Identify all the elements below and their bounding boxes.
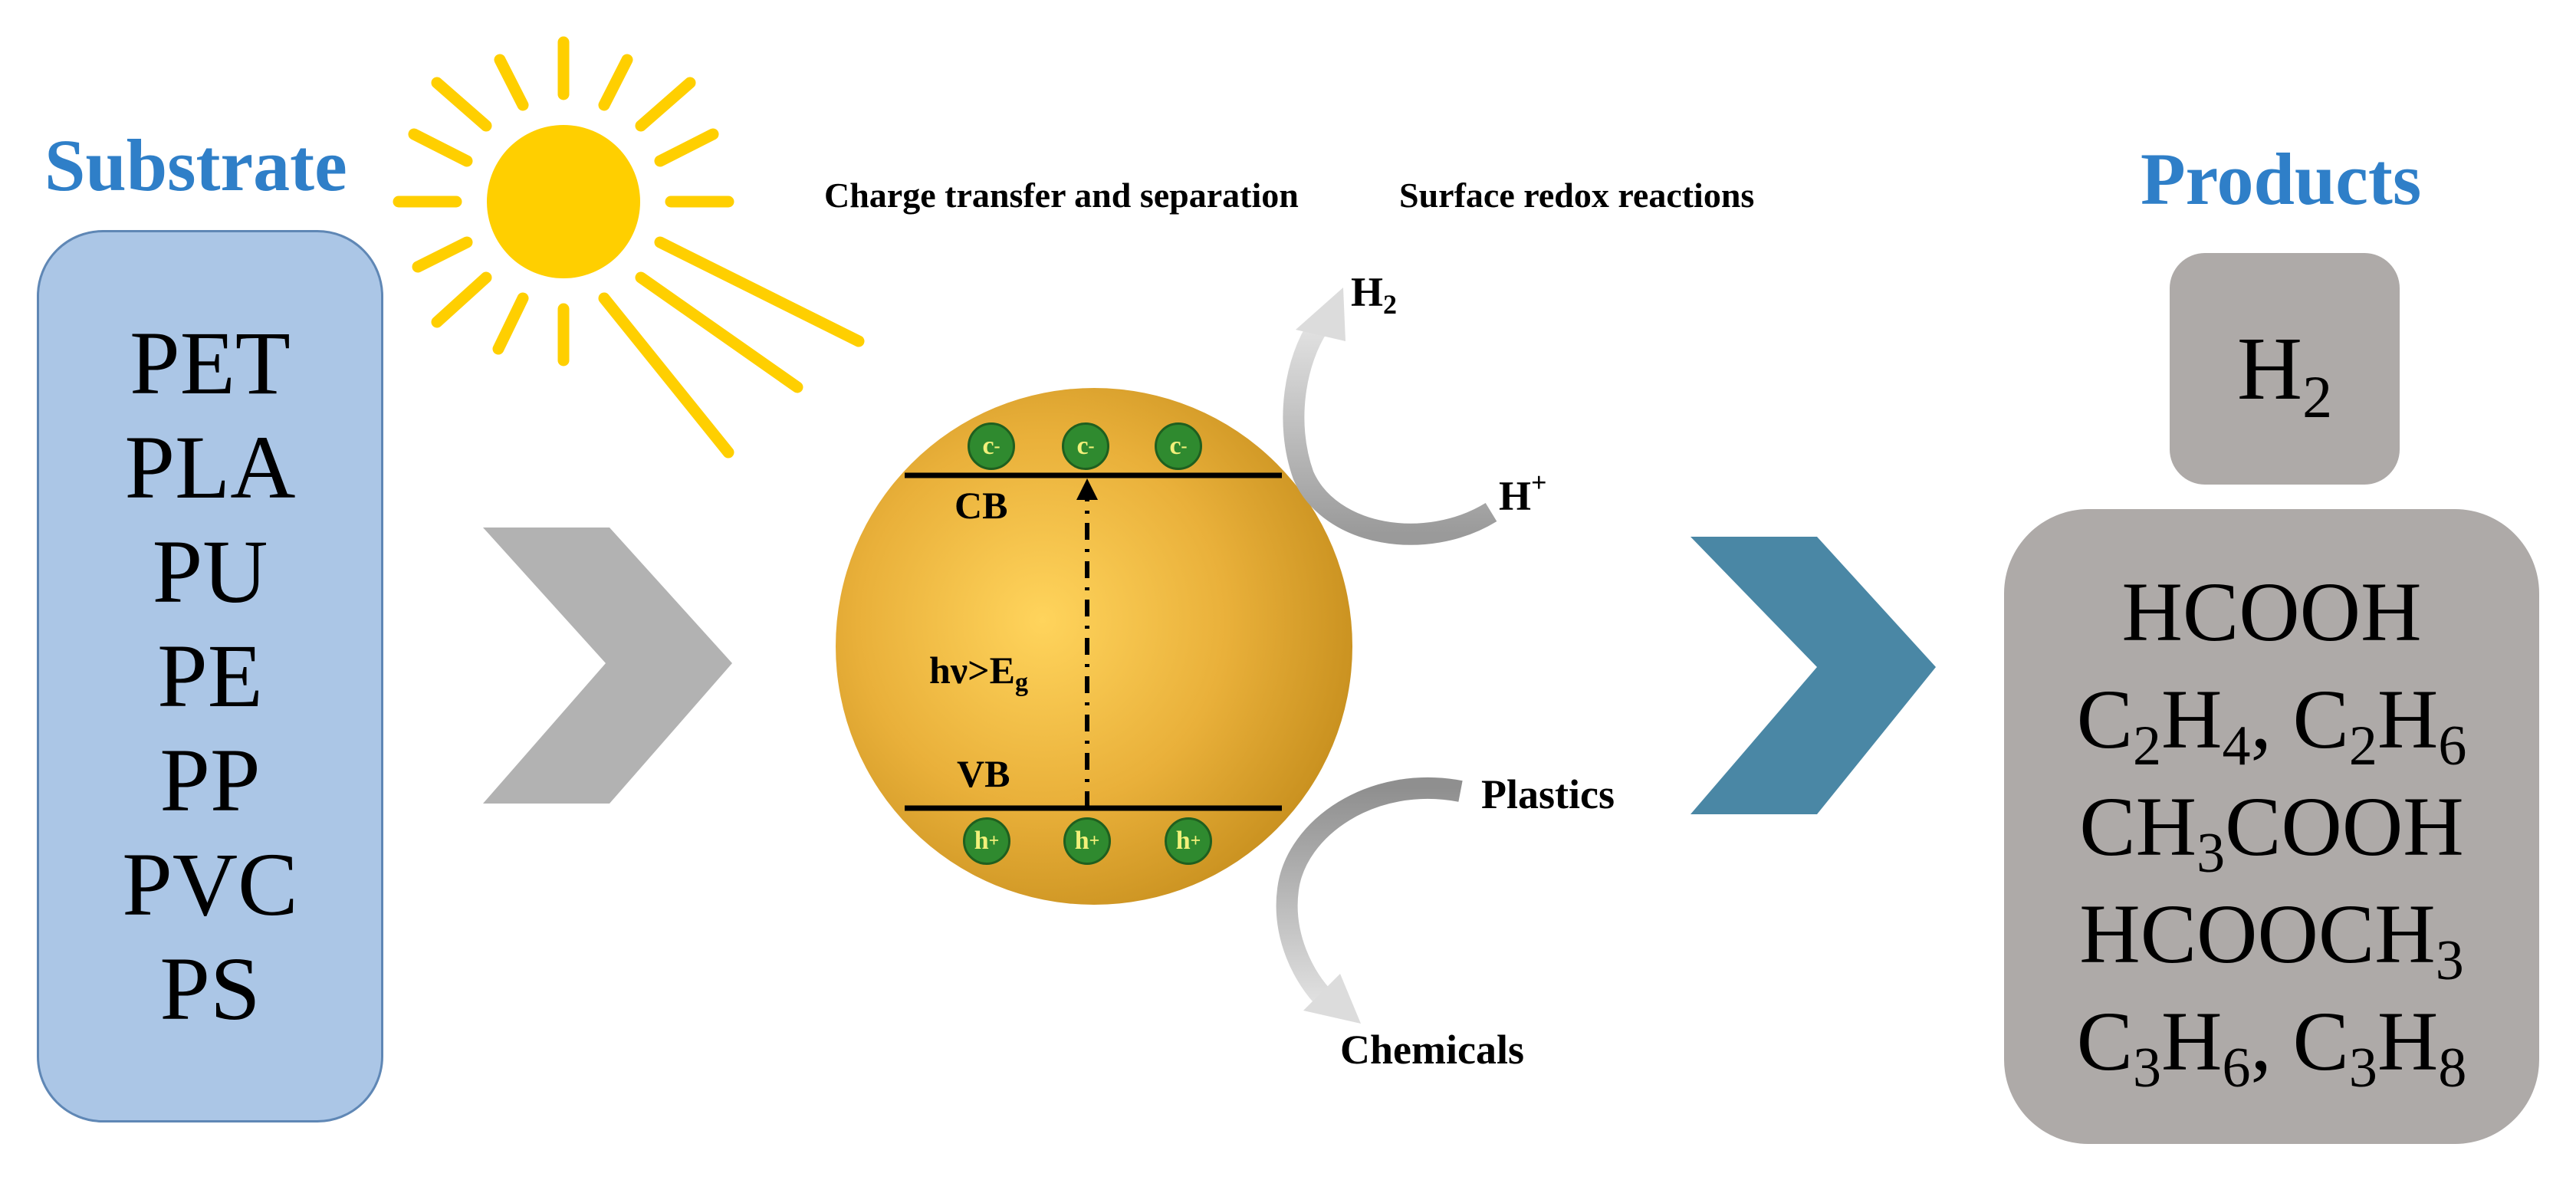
photocatalyst-particle-icon (836, 388, 1352, 905)
product-item: HCOOH (2121, 565, 2422, 659)
substrate-item: PS (159, 938, 261, 1039)
electron-icon: c- (1155, 422, 1202, 470)
hole-icon: h+ (963, 817, 1010, 865)
step-label-surface-redox: Surface redox reactions (1399, 176, 1755, 215)
substrate-box: PET PLA PU PE PP PVC PS (37, 230, 383, 1122)
cb-label: CB (955, 484, 1008, 527)
vb-label: VB (957, 752, 1010, 795)
substrate-item: PVC (122, 834, 298, 935)
sun-icon (393, 36, 865, 459)
substrate-item: PU (152, 521, 268, 622)
curved-arrow-icon (1283, 288, 1497, 545)
electron-icon: c- (1062, 422, 1109, 470)
product-item: HCOOCH3 (2079, 887, 2464, 992)
h2-label: H2 (1351, 269, 1398, 320)
chevron-right-icon (1691, 537, 1936, 814)
product-item: CH3COOH (2079, 780, 2464, 885)
substrate-title: Substrate (44, 124, 347, 206)
plastics-label: Plastics (1481, 771, 1615, 817)
hole-icon: h+ (1165, 817, 1212, 865)
substrate-item: PE (157, 626, 263, 726)
substrate-item: PP (159, 730, 261, 830)
substrate-item: PLA (124, 417, 296, 518)
product-box-chemicals: HCOOH C2H4, C2H6 CH3COOH HCOOCH3 C3H6, C… (2004, 509, 2539, 1144)
curved-arrow-icon (1276, 777, 1463, 1024)
electron-icon: c- (968, 422, 1015, 470)
product-item: C2H4, C2H6 (2076, 672, 2467, 777)
product-item: H2 (2236, 318, 2333, 430)
substrate-item: PET (130, 313, 291, 413)
hplus-label: H+ (1499, 467, 1547, 519)
excitation-label: hν>Eg (929, 649, 1028, 697)
step-label-charge-transfer: Charge transfer and separation (824, 176, 1299, 215)
products-title: Products (2141, 138, 2422, 220)
hole-icon: h+ (1063, 817, 1111, 865)
chemicals-label: Chemicals (1340, 1027, 1524, 1073)
product-item: C3H6, C3H8 (2076, 994, 2467, 1099)
chevron-right-icon (483, 528, 732, 804)
product-box-h2: H2 (2170, 253, 2400, 485)
